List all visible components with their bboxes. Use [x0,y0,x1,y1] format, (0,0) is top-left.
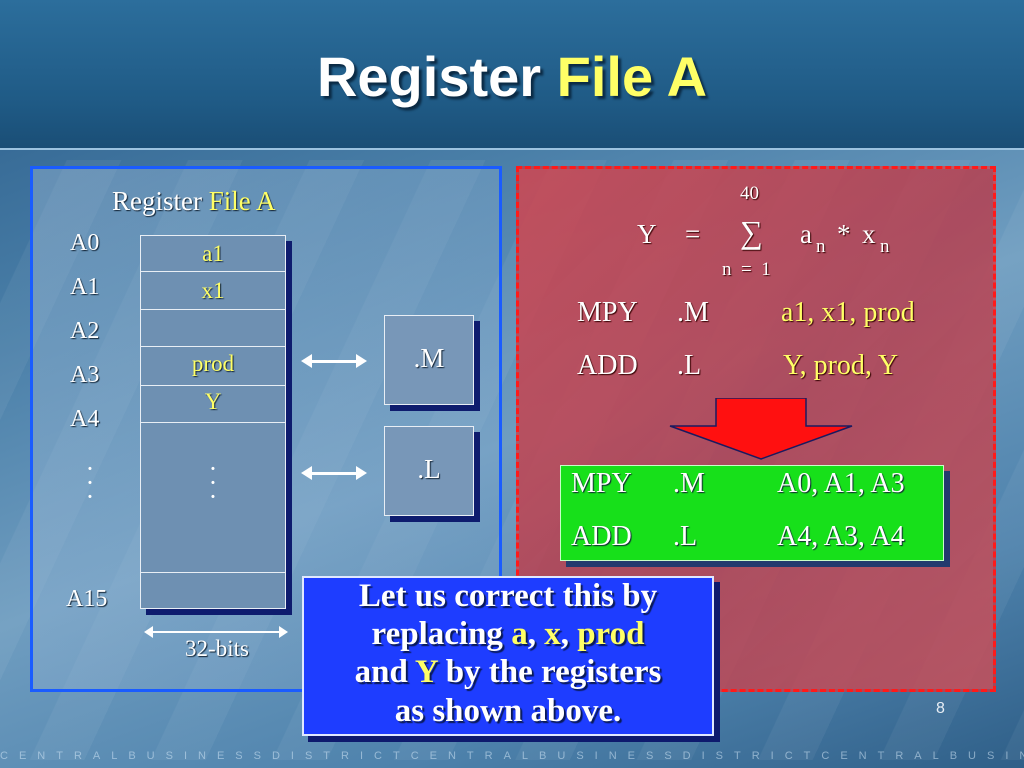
callout-line-1: Let us correct this by [358,578,658,614]
callout-highlight-prod: prod [577,616,645,652]
down-arrow-icon [669,398,853,460]
register-ellipsis-cells: · · · [208,454,218,511]
title-highlight: File A [556,45,708,108]
register-divider [140,346,286,347]
register-cell-prod: prod [191,351,235,376]
callout-text: and [354,654,415,690]
callout-text: , [527,616,545,652]
code-after-args-1: A0, A1, A3 [777,468,905,499]
register-divider [140,271,286,272]
register-label-a1: A1 [70,274,100,300]
double-arrow-m [301,354,367,368]
register-file-heading: Register File A [112,186,276,217]
double-arrow-l [301,466,367,480]
sum-lower-limit: n = 1 [722,259,771,280]
register-divider [140,572,286,573]
callout-text: replacing [371,616,512,652]
equation-equals: = [685,219,701,249]
equation-lhs: Y [637,219,657,249]
title-text: Register [316,45,542,108]
register-label-a2: A2 [70,318,100,344]
unit-l-label: .L [417,454,441,484]
corrected-code-box [560,465,944,561]
register-cell-x1: x1 [201,278,225,303]
code-after-unit-1: .M [673,468,705,499]
callout-line-3: and Y by the registers [302,654,714,691]
code-before-unit-2: .L [677,350,702,381]
sigma-symbol: ∑ [740,214,763,250]
register-divider [140,385,286,386]
unit-l-box: .L [384,426,474,516]
code-after-args-2: A4, A3, A4 [777,521,905,552]
code-before-args-1: a1, x1, prod [781,297,915,328]
callout-text: by the registers [437,654,662,690]
register-label-a15: A15 [66,586,108,612]
callout-line-4: as shown above. [394,693,622,729]
code-after-unit-2: .L [673,521,698,552]
title-bar [0,0,1024,150]
equation-a-subscript: n [816,236,826,257]
callout-highlight-y: Y [414,654,438,690]
register-divider [140,309,286,310]
equation-times: * [837,219,851,249]
register-label-a0: A0 [70,230,100,256]
unit-m-box: .M [384,315,474,405]
equation-a: a [800,219,812,249]
register-file-heading-highlight: File A [208,186,276,216]
register-label-a4: A4 [70,406,100,432]
callout-highlight-a: a [511,616,528,652]
code-before-op-1: MPY [577,297,638,328]
code-before-unit-1: .M [677,297,709,328]
code-before-args-2: Y, prod, Y [783,350,899,381]
code-before-op-2: ADD [577,350,638,381]
width-arrow [144,626,288,638]
callout-highlight-x: x [544,616,561,652]
register-cell-y: Y [204,389,222,414]
register-cell-a1: a1 [202,241,224,266]
callout-text: , [560,616,578,652]
register-divider [140,422,286,423]
sum-upper-limit: 40 [740,183,759,204]
equation-x-subscript: n [880,236,890,257]
equation-x: x [862,219,876,249]
footer-watermark: CENTRALBUSINESSDISTRICTCENTRALBUSINESSDI… [0,750,1024,762]
unit-m-label: .M [413,343,445,373]
page-number: 8 [936,700,945,717]
slide-title: Register File A [0,44,1024,109]
callout-box [302,576,714,736]
register-ellipsis-left: · · · [85,454,95,511]
register-file-heading-text: Register [112,186,202,216]
code-after-op-1: MPY [571,468,632,499]
register-label-a3: A3 [70,362,100,388]
code-after-op-2: ADD [571,521,632,552]
register-width-label: 32-bits [185,636,249,661]
callout-line-2: replacing a, x, prod [302,616,714,653]
